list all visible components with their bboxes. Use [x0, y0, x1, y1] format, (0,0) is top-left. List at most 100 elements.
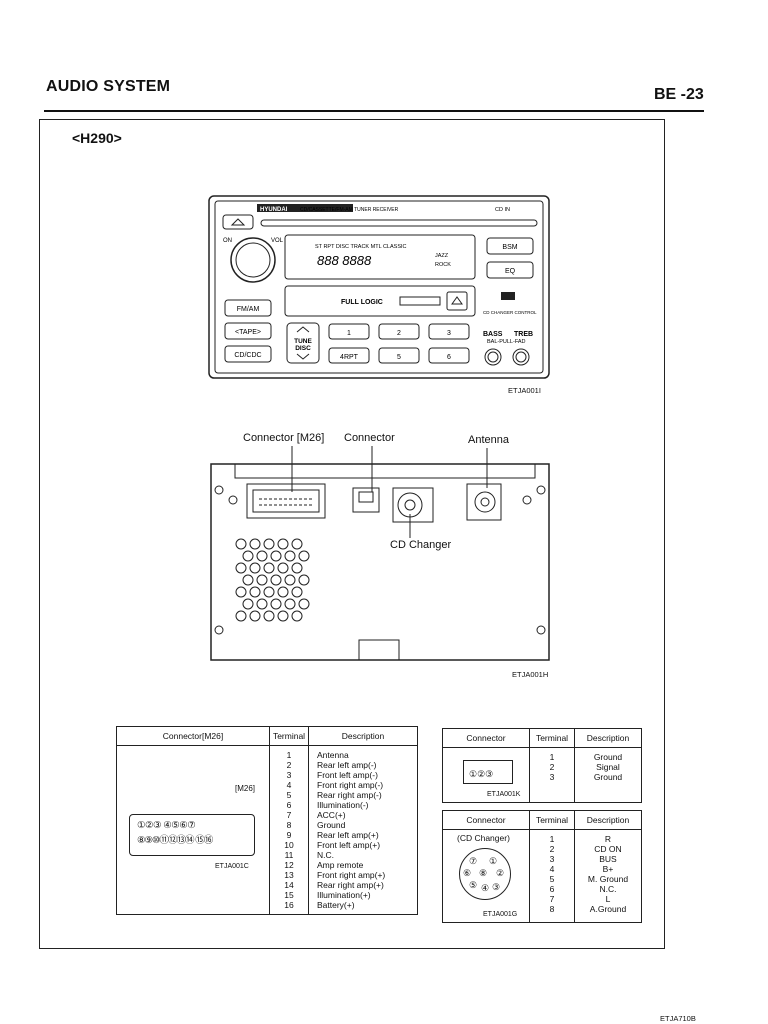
table_m26-description-4: Front right amp(-) — [317, 780, 384, 790]
preset-3-label: 3 — [447, 330, 451, 337]
cd-header-connector: Connector — [442, 810, 530, 830]
disc-label: DISC — [295, 345, 311, 352]
label-cd-changer: CD Changer — [390, 539, 452, 551]
vent-hole — [291, 538, 303, 550]
cd-cdc-button[interactable] — [224, 345, 272, 363]
preset-1-button[interactable] — [328, 323, 370, 340]
model-code: <H290> — [72, 130, 122, 146]
cd-pin-6: ⑥ — [463, 868, 472, 878]
fm-am-button[interactable] — [224, 299, 272, 317]
table_cd-terminal-4: 4 — [549, 864, 555, 874]
cd-changer-logo — [501, 292, 515, 300]
table_small-description-3: Ground — [593, 772, 623, 782]
bsm-button[interactable] — [486, 237, 534, 255]
table_m26-terminal-8: 8 — [286, 820, 292, 830]
vent-hole — [270, 574, 282, 586]
cd-cdc-label: CD/CDC — [234, 352, 261, 359]
cd-pin-4: ④ — [481, 883, 490, 893]
label-connector-m26: Connector [M26] — [243, 432, 325, 444]
tape-button[interactable] — [224, 322, 272, 340]
m26-pins-bottom: ⑧⑨⑩⑪⑫⑬⑭ ⑮⑯ — [137, 835, 213, 846]
m26-header-description: Description — [308, 726, 418, 746]
bass-knob[interactable] — [484, 348, 502, 366]
tune-label: TUNE — [294, 338, 312, 345]
table_m26-description-12: Amp remote — [317, 860, 364, 870]
treble-knob[interactable] — [512, 348, 530, 366]
front-figure-code: ETJA001I — [508, 386, 541, 395]
table_m26-description-16: Battery(+) — [317, 900, 355, 910]
table_cd-description-8: A.Ground — [589, 904, 627, 914]
preset-6-button[interactable] — [428, 347, 470, 364]
tune-disc-rocker[interactable] — [286, 322, 320, 364]
brand-strip: CD/CASSETTE/FM-AM TUNER RECEIVER — [300, 207, 399, 213]
vent-hole — [242, 574, 254, 586]
volume-knob[interactable] — [230, 237, 276, 283]
preset-3-button[interactable] — [428, 323, 470, 340]
m26-pins-top: ①②③ ④⑤⑥⑦ — [137, 820, 196, 831]
small-connector-table: Connector Terminal Description ①②③ ETJA0… — [442, 728, 642, 803]
table_cd-description-5: M. Ground — [587, 874, 629, 884]
table_cd-terminal-7: 7 — [549, 894, 555, 904]
preset-5-button[interactable] — [378, 347, 420, 364]
bsm-label: BSM — [502, 244, 517, 251]
vent-hole — [277, 562, 289, 574]
tape-label: <TAPE> — [235, 329, 261, 336]
cd-pin-3: ③ — [492, 882, 501, 892]
m26-pinout-table: Connector[M26] Terminal Description [M26… — [116, 726, 418, 915]
vent-hole — [263, 610, 275, 622]
vent-hole — [284, 574, 296, 586]
table_small-terminal-1: 1 — [549, 752, 555, 762]
display-jazz: JAZZ — [435, 253, 449, 259]
m26-header-terminal: Terminal — [269, 726, 309, 746]
treb-label: TREB — [514, 331, 533, 338]
eq-button[interactable] — [486, 261, 534, 279]
table_m26-terminal-12: 12 — [284, 860, 294, 870]
table_m26-terminal-10: 10 — [284, 840, 294, 850]
preset-1-label: 1 — [347, 330, 351, 337]
cd-header-terminal: Terminal — [529, 810, 575, 830]
eject-button[interactable] — [446, 291, 468, 311]
table_m26-description-2: Rear left amp(-) — [317, 760, 377, 770]
section-title: AUDIO SYSTEM — [46, 78, 171, 95]
preset-5-label: 5 — [397, 354, 401, 361]
cd-pin-1: ① — [489, 856, 498, 866]
vent-hole — [277, 586, 289, 598]
preset-2-button[interactable] — [378, 323, 420, 340]
vol-label: VOL — [271, 238, 284, 244]
table_cd-terminal-6: 6 — [549, 884, 555, 894]
vent-hole — [291, 562, 303, 574]
display-window — [284, 234, 476, 280]
bass-label: BASS — [483, 331, 503, 338]
table_m26-description-8: Ground — [317, 820, 346, 830]
cd-changer-table: Connector Terminal Description (CD Chang… — [442, 810, 642, 923]
cd-in-label: CD IN — [495, 207, 510, 213]
cd-changer-control-label: CD CHANGER CONTROL — [483, 310, 537, 315]
m26-connector-label: [M26] — [235, 784, 256, 793]
vent-hole — [235, 610, 247, 622]
cd-connector-diagram: (CD Changer) ⑦ ① ⑥ ⑧ ② ⑤ ④ ③ ETJA001G — [442, 829, 530, 923]
table_m26-description-10: Front left amp(+) — [317, 840, 381, 850]
table_cd-description-2: CD ON — [594, 844, 622, 854]
vent-hole — [263, 538, 275, 550]
vent-hole — [235, 538, 247, 550]
table_cd-terminal-5: 5 — [549, 874, 555, 884]
table_m26-terminal-3: 3 — [286, 770, 292, 780]
table_small-terminal-2: 2 — [549, 762, 555, 772]
table_cd-description-1: R — [604, 834, 612, 844]
vent-hole — [235, 586, 247, 598]
table_m26-terminal-11: 11 — [284, 850, 294, 860]
table_m26-description-3: Front left amp(-) — [317, 770, 378, 780]
table_m26-description-15: Illumination(+) — [317, 890, 371, 900]
preset-4-button[interactable] — [328, 347, 370, 364]
small-pins: ①②③ — [469, 769, 494, 779]
table_m26-description-1: Antenna — [317, 750, 349, 760]
table_small-description-1: Ground — [593, 752, 623, 762]
vent-hole — [298, 550, 310, 562]
vent-hole — [256, 550, 268, 562]
table_m26-terminal-15: 15 — [284, 890, 294, 900]
table_m26-terminal-1: 1 — [286, 750, 292, 760]
vent-hole — [263, 562, 275, 574]
vent-hole — [298, 598, 310, 610]
vent-hole — [249, 538, 261, 550]
table_m26-terminal-9: 9 — [286, 830, 292, 840]
